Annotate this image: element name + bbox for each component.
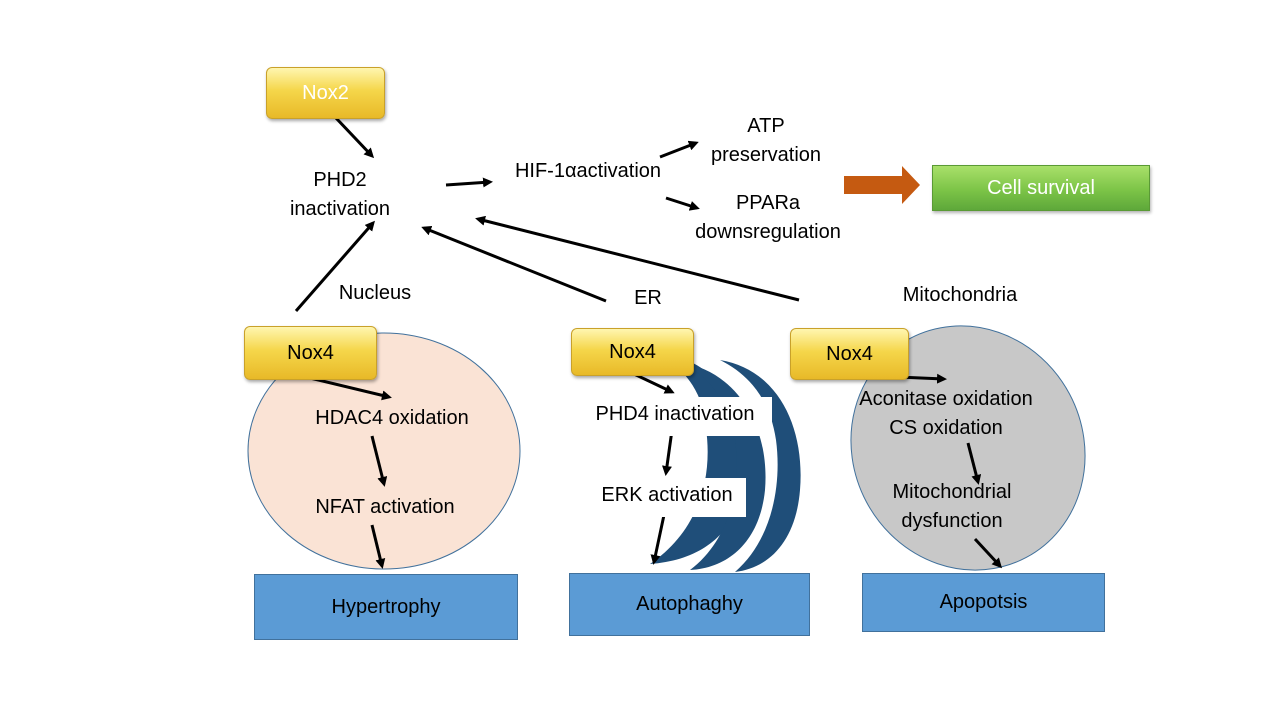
nucleus-shape [247, 332, 521, 570]
cell-survival-label: Cell survival [987, 176, 1095, 199]
arrow-hdac4-nfat [370, 435, 388, 487]
arrow-nox4-phd4 [633, 372, 675, 394]
atp-line2: preservation [710, 144, 822, 166]
arrow-hif-atp [659, 140, 699, 159]
aconitase-oxidation-line: Aconitase oxidation [859, 388, 1033, 410]
atp-line1: ATP [747, 115, 785, 137]
arrow-phd2-hif [445, 177, 493, 188]
phd2-line1: PHD2 [313, 169, 367, 191]
arrow-erk-autophagy [650, 514, 666, 565]
phd4-inactivation-text: PHD4 inactivation [595, 403, 755, 425]
er-nox4-label: Nox4 [609, 340, 656, 363]
mito-dysfunction-line1: Mitochondrial [892, 481, 1012, 503]
cell-survival-box: Cell survival [932, 165, 1150, 211]
mito-nox4-box: Nox4 [790, 328, 909, 380]
autophagy-box: Autophaghy [569, 573, 810, 636]
nucleus-nox4-box: Nox4 [244, 326, 377, 380]
arrow-nucleus-phd2 [294, 220, 375, 312]
hif-activation-text: HIF-1αactivation [514, 160, 662, 182]
mitochondrial-dysfunction-text: Mitochondrial dysfunction [884, 478, 1020, 536]
autophagy-label: Autophaghy [636, 593, 743, 615]
arrow-mito-phd2 [475, 215, 800, 302]
nfat-activation-text: NFAT activation [315, 496, 455, 518]
aconitase-cs-oxidation-text: Aconitase oxidation CS oxidation [842, 385, 1050, 443]
arrow-nfat-hypertrophy [370, 524, 386, 569]
mitochondria-label: Mitochondria [902, 284, 1018, 306]
arrow-hif-ppar [665, 196, 700, 211]
nox2-box: Nox2 [266, 67, 385, 119]
arrow-phd4-erk [662, 429, 674, 476]
apoptosis-label: Apopotsis [939, 591, 1028, 613]
atp-preservation-text: ATP preservation [696, 112, 836, 170]
phd2-line2: inactivation [289, 198, 391, 220]
mito-dysfunction-line2: dysfunction [901, 510, 1003, 532]
apoptosis-box: Apopotsis [862, 573, 1105, 632]
ppar-line1: PPARa [735, 192, 801, 214]
ppar-downregulation-text: PPARa downsregulation [680, 189, 856, 247]
hypertrophy-label: Hypertrophy [331, 595, 441, 618]
hypertrophy-box: Hypertrophy [254, 574, 518, 640]
arrow-mito-apoptosis [973, 537, 1003, 569]
arrow-er-phd2 [421, 225, 607, 303]
ppar-line2: downsregulation [695, 221, 841, 243]
big-arrow-to-survival [844, 166, 920, 204]
mito-nox4-label: Nox4 [826, 342, 873, 365]
er-label: ER [634, 287, 662, 309]
nucleus-label: Nucleus [338, 282, 412, 304]
phd4-inactivation-box: PHD4 inactivation [578, 397, 772, 436]
cs-oxidation-line: CS oxidation [889, 417, 1003, 439]
er-nox4-box: Nox4 [571, 328, 694, 376]
nox2-label: Nox2 [302, 81, 349, 104]
nucleus-nox4-label: Nox4 [287, 341, 334, 364]
arrow-nox4-hdac4 [309, 376, 392, 401]
hdac4-oxidation-text: HDAC4 oxidation [315, 407, 469, 429]
erk-activation-box: ERK activation [588, 478, 746, 517]
erk-activation-text: ERK activation [601, 484, 733, 506]
phd2-inactivation-text: PHD2 inactivation [272, 166, 408, 224]
arrow-cs-mito [966, 442, 982, 485]
arrow-nox2-phd2 [334, 116, 375, 159]
